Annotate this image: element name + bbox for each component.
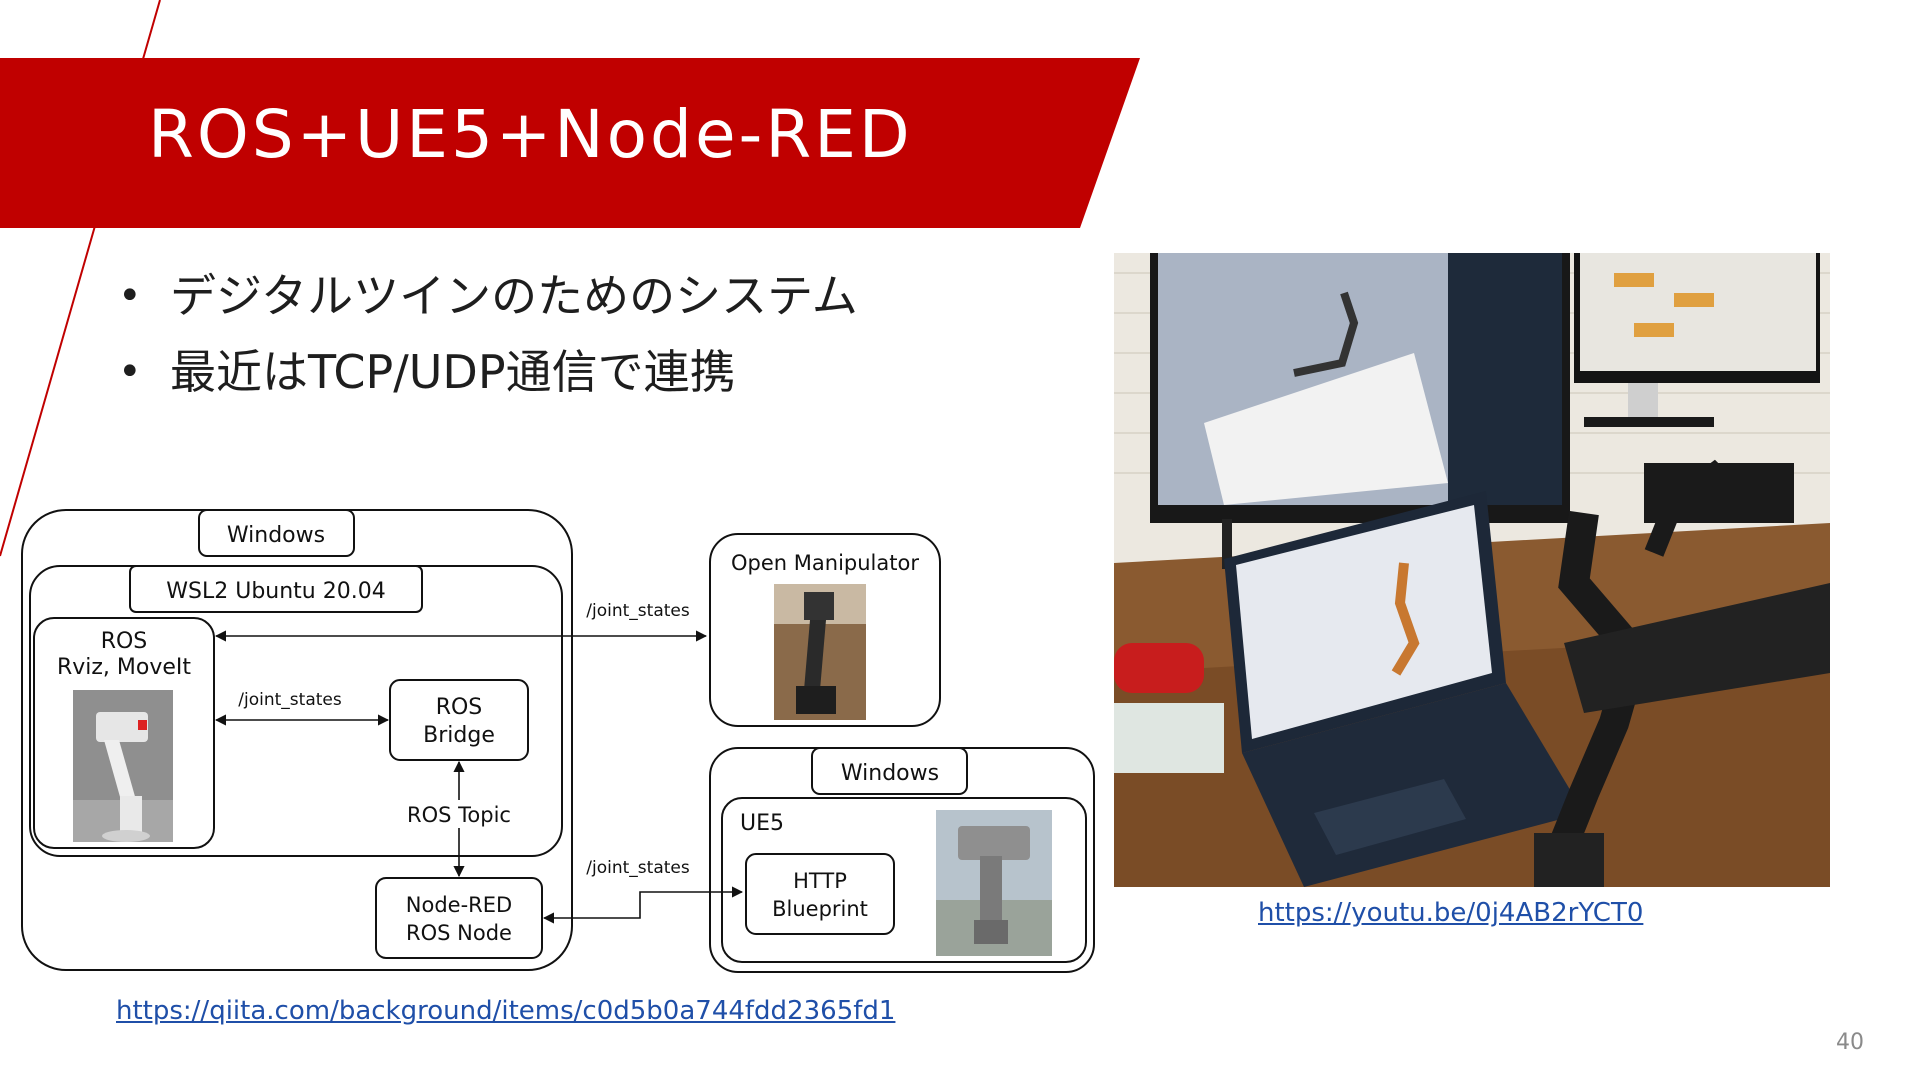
robot-arm-render-icon bbox=[73, 690, 173, 842]
qiita-link[interactable]: https://qiita.com/background/items/c0d5b… bbox=[116, 996, 896, 1026]
bullet-item: • デジタルツインのためのシステム bbox=[112, 258, 858, 334]
blueprint-label: Blueprint bbox=[772, 897, 868, 921]
ue-windows-label-box bbox=[811, 747, 968, 795]
bullet-item: • 最近はTCP/UDP通信で連携 bbox=[112, 334, 858, 410]
ros-label: ROS bbox=[101, 629, 148, 654]
ros-topic-label-bg bbox=[399, 800, 519, 828]
setup-photo bbox=[1114, 253, 1830, 887]
node-red-box bbox=[375, 877, 543, 959]
windows-label-box bbox=[198, 509, 355, 557]
ue5-label: UE5 bbox=[740, 811, 784, 836]
ros-box bbox=[33, 617, 215, 849]
ros-topic-label: ROS Topic bbox=[407, 803, 511, 827]
joint-states-label: /joint_states bbox=[586, 601, 690, 621]
ros-tools-label: Rviz, MoveIt bbox=[57, 655, 191, 680]
joint-states-label: /joint_states bbox=[586, 858, 690, 878]
bullet-text: デジタルツインのためのシステム bbox=[170, 269, 858, 323]
wsl-label-box bbox=[129, 565, 423, 613]
ros-bridge-label: ROS bbox=[436, 695, 483, 720]
bullet-dot-icon: • bbox=[118, 349, 142, 395]
slide-title: ROS+UE5+Node-RED bbox=[148, 96, 913, 173]
open-manipulator-box bbox=[709, 533, 941, 727]
nodered-http-arrow bbox=[542, 886, 744, 924]
bullet-dot-icon: • bbox=[118, 273, 142, 319]
wsl-label: WSL2 Ubuntu 20.04 bbox=[166, 579, 385, 604]
ue5-robot-render-icon bbox=[936, 810, 1052, 956]
open-manipulator-label: Open Manipulator bbox=[731, 551, 919, 575]
setup-photo-illustration bbox=[1114, 253, 1830, 887]
architecture-diagram: Windows WSL2 Ubuntu 20.04 ROS Rviz, Move… bbox=[21, 509, 1095, 973]
node-red-sublabel: ROS Node bbox=[406, 921, 512, 945]
ue-windows-label: Windows bbox=[841, 761, 939, 786]
http-label: HTTP bbox=[793, 869, 847, 893]
windows-label: Windows bbox=[227, 523, 325, 548]
bullet-text: 最近はTCP/UDP通信で連携 bbox=[170, 345, 736, 399]
joint-states-label: /joint_states bbox=[238, 690, 342, 710]
ue5-box bbox=[721, 797, 1087, 963]
youtube-link[interactable]: https://youtu.be/0j4AB2rYCT0 bbox=[1258, 898, 1644, 928]
node-red-label: Node-RED bbox=[406, 893, 512, 917]
ros-bridge-sublabel: Bridge bbox=[423, 723, 495, 748]
title-band bbox=[0, 58, 1140, 228]
page-number: 40 bbox=[1836, 1030, 1864, 1055]
bullet-list: • デジタルツインのためのシステム • 最近はTCP/UDP通信で連携 bbox=[112, 258, 858, 410]
robot-arm-photo-icon bbox=[774, 584, 866, 720]
http-blueprint-box bbox=[745, 853, 895, 935]
ros-bridge-box bbox=[389, 679, 529, 761]
